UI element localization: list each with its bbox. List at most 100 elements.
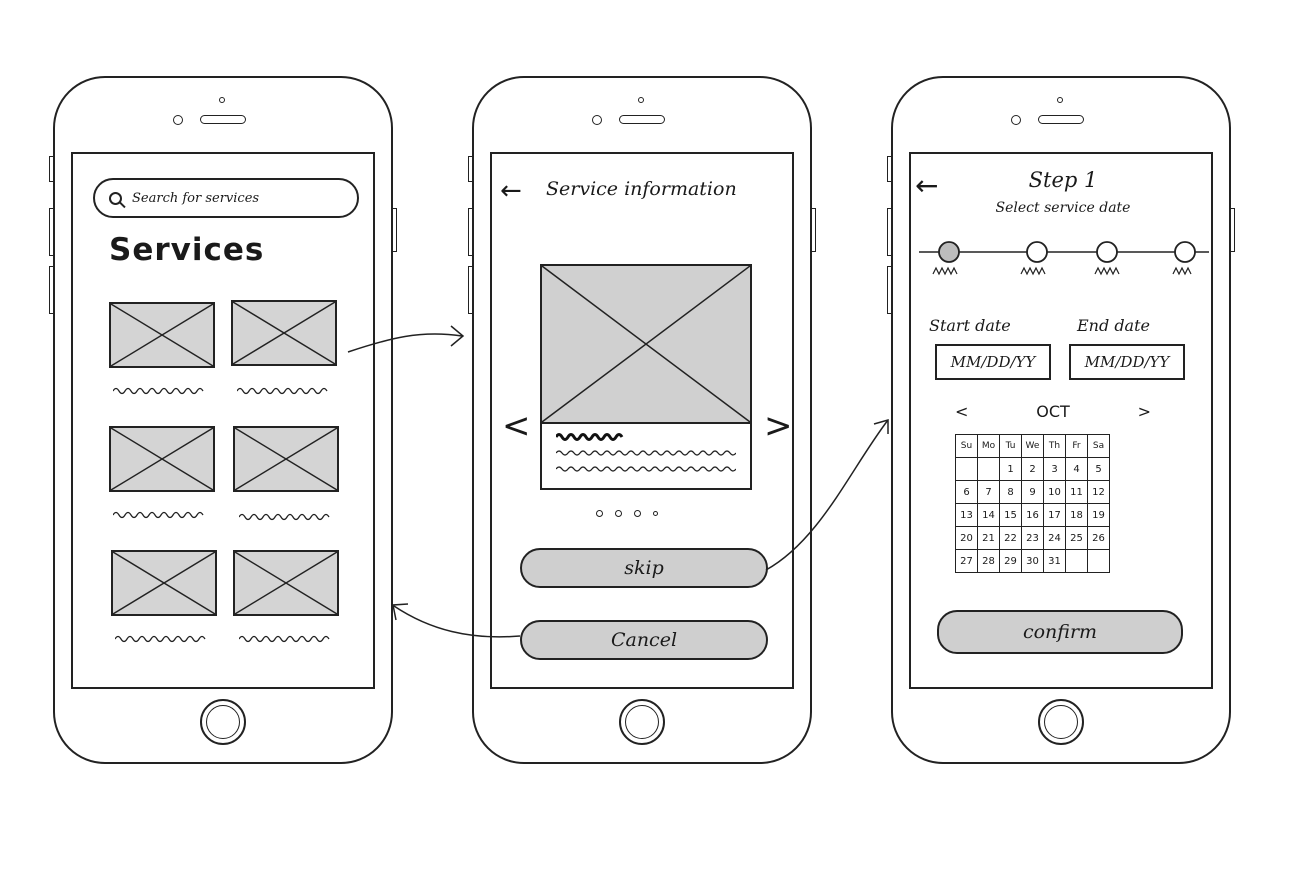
month-label: OCT [1036, 402, 1070, 421]
prev-month-button[interactable]: < [955, 402, 969, 421]
calendar-day[interactable]: 9 [1021, 480, 1044, 504]
carousel-dot[interactable] [615, 510, 622, 517]
month-header: < OCT > [955, 402, 1151, 421]
weekday-label: Mo [977, 434, 1000, 458]
camera [592, 115, 602, 125]
back-arrow-icon[interactable]: ← [500, 176, 522, 206]
calendar-day[interactable]: 5 [1087, 457, 1110, 481]
home-button [619, 699, 665, 745]
confirm-button[interactable]: confirm [937, 610, 1183, 654]
camera [173, 115, 183, 125]
calendar-day[interactable]: 27 [955, 549, 978, 573]
calendar-day[interactable]: 23 [1021, 526, 1044, 550]
calendar-day[interactable]: 14 [977, 503, 1000, 527]
calendar-day[interactable]: 22 [999, 526, 1022, 550]
week-row: 6 7 8 9 10 11 12 [955, 480, 1110, 504]
side-button [468, 208, 473, 256]
text-placeholder [556, 433, 624, 441]
side-button [392, 208, 397, 252]
service-image[interactable] [109, 302, 215, 368]
calendar-day[interactable] [955, 457, 978, 481]
weekday-label: Fr [1065, 434, 1088, 458]
calendar-day[interactable]: 6 [955, 480, 978, 504]
weekday-label: Sa [1087, 434, 1110, 458]
next-arrow-icon[interactable]: > [764, 406, 793, 446]
calendar-day[interactable]: 11 [1065, 480, 1088, 504]
side-button [49, 266, 54, 314]
side-button [1230, 208, 1235, 252]
week-row: 1 2 3 4 5 [955, 457, 1110, 481]
weekday-label: Su [955, 434, 978, 458]
calendar: Su Mo Tu We Th Fr Sa 1 2 3 4 5 6 7 8 [955, 434, 1110, 573]
calendar-day[interactable]: 16 [1021, 503, 1044, 527]
cancel-button[interactable]: Cancel [520, 620, 768, 660]
side-button [468, 266, 473, 314]
calendar-day[interactable]: 17 [1043, 503, 1066, 527]
end-date-field[interactable]: MM/DD/YY [1069, 344, 1185, 380]
speaker [1038, 115, 1084, 124]
calendar-day[interactable]: 1 [999, 457, 1022, 481]
service-image[interactable] [233, 550, 339, 616]
sensor [1057, 97, 1063, 103]
week-row: 13 14 15 16 17 18 19 [955, 503, 1110, 527]
calendar-day[interactable]: 25 [1065, 526, 1088, 550]
calendar-day[interactable]: 21 [977, 526, 1000, 550]
calendar-day[interactable]: 19 [1087, 503, 1110, 527]
step-subtitle: Select service date [995, 200, 1131, 216]
calendar-day[interactable]: 30 [1021, 549, 1044, 573]
service-image[interactable] [231, 300, 337, 366]
service-image[interactable] [233, 426, 339, 492]
next-month-button[interactable]: > [1137, 402, 1151, 421]
flow-arrow-head [873, 419, 889, 434]
back-arrow-icon[interactable]: ← [915, 169, 939, 202]
screen: Search for services Services [71, 152, 375, 689]
calendar-day[interactable]: 12 [1087, 480, 1110, 504]
carousel-dot[interactable] [596, 510, 603, 517]
calendar-day[interactable] [1087, 549, 1110, 573]
calendar-day[interactable] [1065, 549, 1088, 573]
calendar-day[interactable]: 4 [1065, 457, 1088, 481]
calendar-day[interactable]: 29 [999, 549, 1022, 573]
phone-select-date: ← Step 1 Select service date Start date … [887, 76, 1235, 764]
carousel-dot[interactable] [634, 510, 641, 517]
text-placeholder [239, 635, 330, 643]
text-placeholder [556, 450, 736, 456]
sensor [638, 97, 644, 103]
flow-arrow-head [450, 325, 465, 347]
calendar-day[interactable]: 18 [1065, 503, 1088, 527]
skip-button[interactable]: skip [520, 548, 768, 588]
page-title: Service information [546, 178, 737, 200]
calendar-day[interactable]: 13 [955, 503, 978, 527]
calendar-day[interactable] [977, 457, 1000, 481]
calendar-day[interactable]: 15 [999, 503, 1022, 527]
step-title: Step 1 [1028, 168, 1098, 192]
start-date-field[interactable]: MM/DD/YY [935, 344, 1051, 380]
search-bar[interactable]: Search for services [93, 178, 359, 218]
calendar-day[interactable]: 24 [1043, 526, 1066, 550]
prev-arrow-icon[interactable]: < [502, 406, 531, 446]
search-input[interactable]: Search for services [132, 190, 260, 206]
calendar-day[interactable]: 7 [977, 480, 1000, 504]
sensor [219, 97, 225, 103]
text-placeholder [237, 387, 328, 395]
home-button [200, 699, 246, 745]
service-image [542, 266, 750, 424]
calendar-day[interactable]: 8 [999, 480, 1022, 504]
calendar-day[interactable]: 28 [977, 549, 1000, 573]
text-placeholder [113, 511, 204, 519]
camera [1011, 115, 1021, 125]
calendar-day[interactable]: 2 [1021, 457, 1044, 481]
carousel-dot[interactable] [653, 511, 658, 516]
side-button [887, 156, 892, 182]
service-image[interactable] [111, 550, 217, 616]
service-image[interactable] [109, 426, 215, 492]
step-progress [919, 241, 1209, 276]
weekday-label: We [1021, 434, 1044, 458]
calendar-day[interactable]: 26 [1087, 526, 1110, 550]
phone-services: Search for services Services [49, 76, 397, 764]
calendar-day[interactable]: 3 [1043, 457, 1066, 481]
calendar-day[interactable]: 10 [1043, 480, 1066, 504]
screen: ← Step 1 Select service date Start date … [909, 152, 1213, 689]
calendar-day[interactable]: 20 [955, 526, 978, 550]
calendar-day[interactable]: 31 [1043, 549, 1066, 573]
